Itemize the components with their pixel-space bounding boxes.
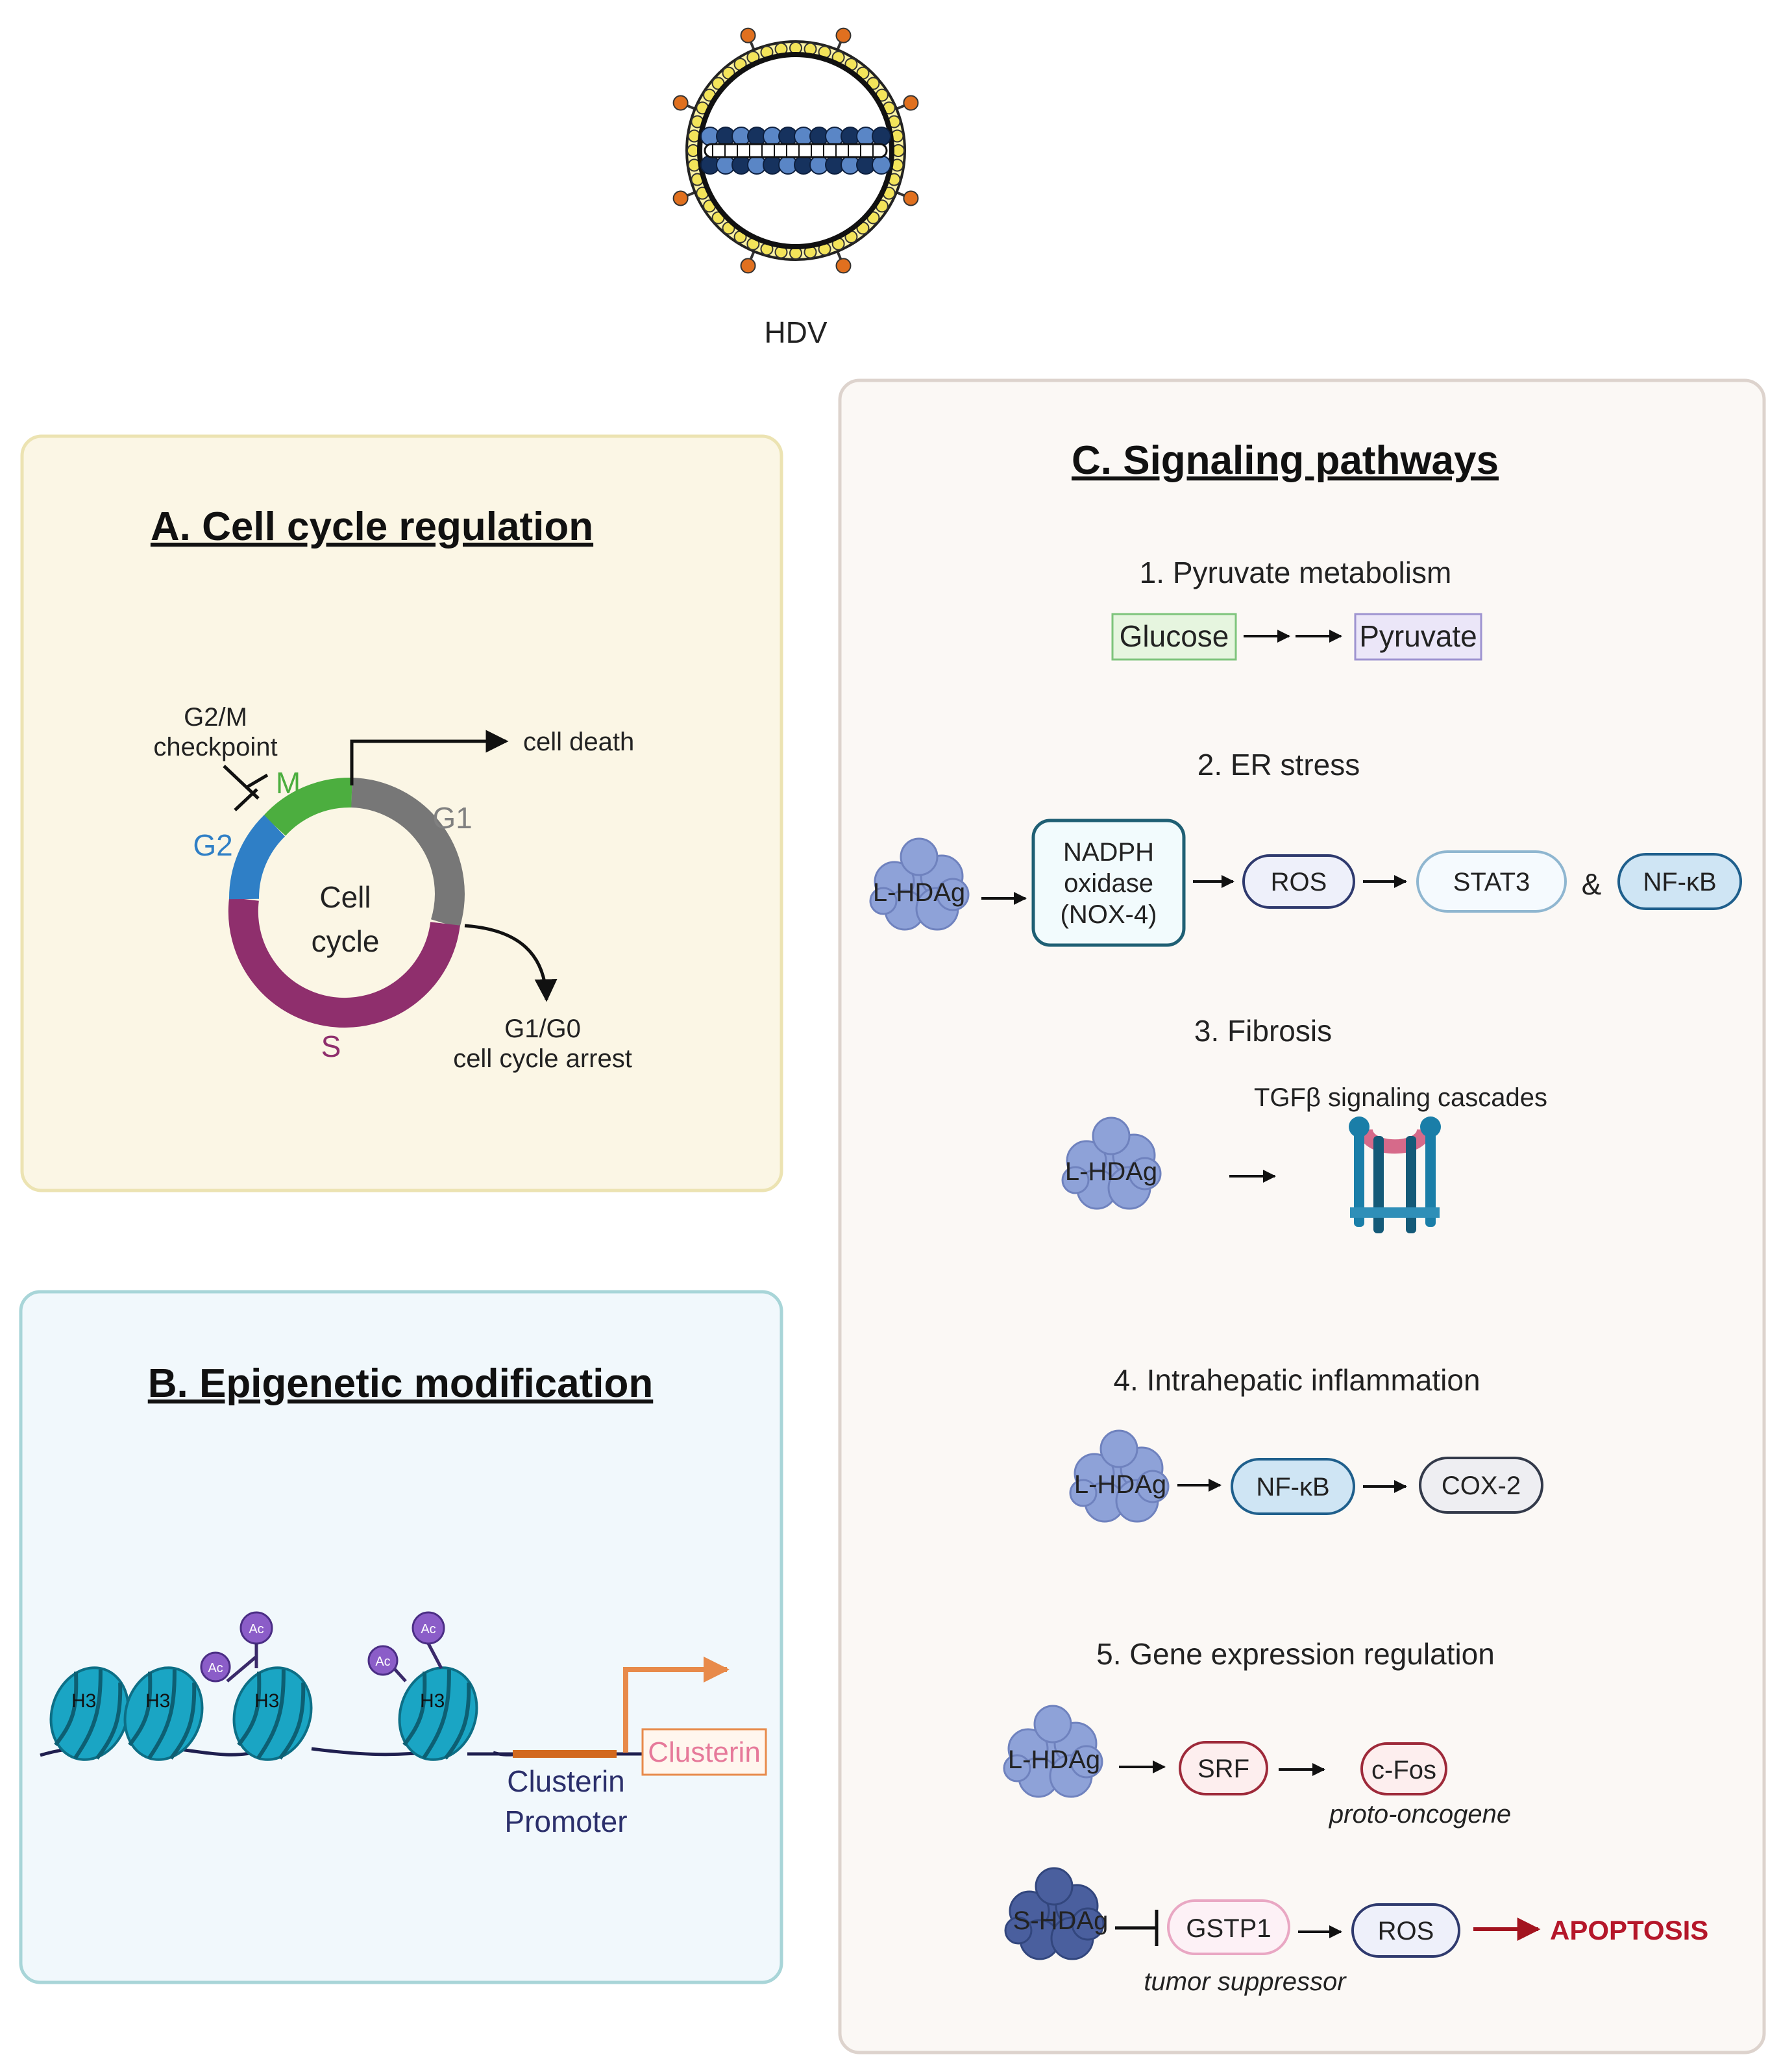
stat3-box (1416, 850, 1567, 913)
nfkb-box-2 (1231, 1458, 1355, 1515)
transcription-arrow (623, 1657, 730, 1753)
stat3-label: STAT3 (1453, 868, 1530, 896)
ros-label-2: ROS (1378, 1917, 1434, 1945)
glucose-box (1111, 613, 1237, 661)
arrest-label-1: G1/G0 (504, 1015, 581, 1043)
cell-death-arrow (350, 730, 509, 785)
srf-label: SRF (1198, 1755, 1249, 1783)
cell-cycle-ring (228, 777, 465, 1028)
acetyl-label-3: Ac (421, 1622, 436, 1636)
histone-label-2: H3 (145, 1690, 170, 1712)
gstp1-box (1167, 1899, 1290, 1955)
tgf-label: TGFβ signaling cascades (1254, 1083, 1547, 1112)
panel-c-title: C. Signaling pathways (1072, 438, 1499, 483)
histone-label-4: H3 (420, 1690, 445, 1712)
fibrosis-heading: 3. Fibrosis (1194, 1014, 1332, 1048)
cox2-label: COX-2 (1442, 1472, 1521, 1500)
ros-box-2 (1351, 1903, 1460, 1958)
phase-m-arc (263, 777, 352, 836)
cell-death-label: cell death (523, 728, 634, 756)
acetyl-label-4: Ac (375, 1655, 390, 1669)
nfkb-label-1: NF-κB (1643, 868, 1716, 896)
checkpoint-inhibition (223, 765, 269, 811)
gene-protein-s-label: S-HDAg (1013, 1906, 1109, 1935)
inflammation-heading: 4. Intrahepatic inflammation (1113, 1363, 1480, 1397)
panel-c-box (838, 378, 1766, 2054)
tgf-receptor-icon (1349, 1116, 1441, 1233)
acetyl-label-2: Ac (208, 1661, 223, 1675)
ros-label-1: ROS (1271, 868, 1327, 896)
cfos-label: c-Fos (1371, 1756, 1436, 1784)
inflammation-protein-label: L-HDAg (1074, 1470, 1166, 1499)
cell-cycle-center-1: Cell (319, 880, 371, 914)
gene-expression-heading: 5. Gene expression regulation (1096, 1637, 1495, 1671)
clusterin-gene-box (641, 1728, 767, 1776)
pyruvate-box (1354, 613, 1482, 661)
ampersand-label: & (1582, 867, 1602, 901)
cell-cycle-center-2: cycle (312, 924, 380, 958)
nadph-label-3: (NOX-4) (1061, 900, 1157, 929)
cox2-box (1419, 1457, 1543, 1514)
arrest-arrow (464, 924, 558, 1002)
glucose-label: Glucose (1120, 619, 1229, 653)
nadph-label-2: oxidase (1064, 869, 1153, 898)
phase-g2-label: G2 (193, 828, 232, 862)
acetyl-label-1: Ac (249, 1622, 264, 1636)
histone-label-3: H3 (254, 1690, 279, 1712)
gstp1-label: GSTP1 (1186, 1914, 1271, 1943)
panel-b-title: B. Epigenetic modification (148, 1361, 654, 1406)
panel-a-title: A. Cell cycle regulation (151, 504, 593, 549)
checkpoint-label-2: checkpoint (153, 733, 277, 761)
fibrosis-protein-label: L-HDAg (1065, 1157, 1157, 1186)
acetyl-group-1 (200, 1611, 273, 1683)
nfkb-label-2: NF-κB (1256, 1473, 1329, 1501)
histone-label-1: H3 (71, 1690, 96, 1712)
proto-oncogene-label: proto-oncogene (1329, 1800, 1511, 1829)
er-stress-heading: 2. ER stress (1198, 748, 1360, 782)
srf-box (1179, 1741, 1268, 1795)
checkpoint-label-1: G2/M (184, 703, 247, 732)
tumor-suppressor-label: tumor suppressor (1144, 1967, 1347, 1996)
pyruvate-heading: 1. Pyruvate metabolism (1140, 556, 1452, 589)
phase-g1-arc (350, 778, 465, 928)
phase-m-label: M (276, 766, 301, 800)
inhibition-line (1115, 1910, 1159, 1946)
phase-g2-arc (228, 815, 286, 900)
nadph-label-1: NADPH (1063, 838, 1154, 867)
arrest-label-2: cell cycle arrest (453, 1044, 632, 1073)
promoter-label-2: Promoter (504, 1805, 627, 1838)
phase-g1-label: G1 (432, 801, 472, 835)
apoptosis-label: APOPTOSIS (1550, 1915, 1708, 1945)
clusterin-gene-label: Clusterin (648, 1736, 761, 1768)
acetyl-group-2 (367, 1611, 445, 1683)
cfos-box (1360, 1742, 1447, 1795)
nadph-box (1031, 819, 1186, 947)
phase-s-arc (228, 897, 460, 1028)
promoter-label-1: Clusterin (507, 1764, 625, 1798)
hdv-virus-icon (672, 27, 919, 274)
panel-b-box (19, 1290, 783, 1984)
gene-protein-l-label: L-HDAg (1008, 1745, 1100, 1774)
pyruvate-label: Pyruvate (1359, 619, 1477, 653)
er-protein-label: L-HDAg (873, 878, 965, 907)
nfkb-box-1 (1617, 853, 1742, 910)
virus-label: HDV (764, 315, 827, 349)
phase-s-label: S (321, 1030, 341, 1063)
ros-box-1 (1242, 854, 1355, 909)
